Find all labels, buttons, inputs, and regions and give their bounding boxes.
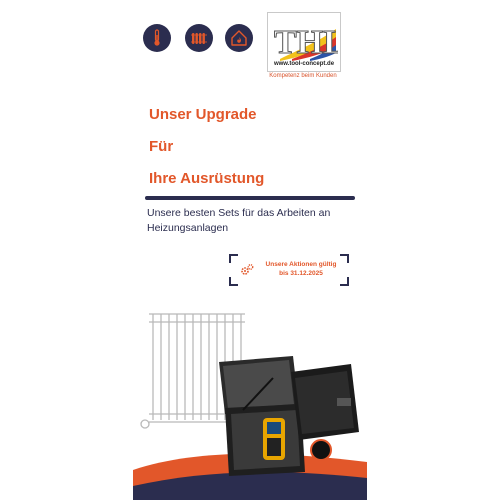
svg-text:THL: THL — [274, 24, 338, 61]
product-photo — [133, 313, 367, 500]
subtitle: Unsere besten Sets für das Arbeiten an H… — [147, 207, 331, 234]
promo-text: Unsere Aktionen gültig bis 31.12.2025 — [255, 260, 347, 278]
logo-tagline: Kompetenz beim Kunden — [269, 73, 337, 79]
logo-url: www.tool-concept.de — [273, 61, 335, 67]
tool-case-open — [219, 356, 332, 476]
promo-line-2: bis 31.12.2025 — [279, 270, 323, 277]
gears-icon — [241, 264, 254, 275]
headline-line-2: Für — [149, 138, 174, 155]
flyer: THL www.tool-concept.de Kompetenz beim K… — [133, 0, 367, 500]
headline-line-3: Ihre Ausrüstung — [149, 170, 265, 187]
radiator-icon — [185, 24, 213, 52]
promo-line-1: Unsere Aktionen gültig — [265, 261, 337, 268]
thermometer-icon — [143, 24, 171, 52]
house-flame-icon — [225, 24, 253, 52]
headline-line-1: Unser Upgrade — [149, 106, 257, 123]
promo-badge: Unsere Aktionen gültig bis 31.12.2025 — [229, 254, 349, 286]
tool-case-closed — [291, 364, 359, 440]
thl-logo: THL www.tool-concept.de — [267, 12, 341, 72]
divider — [145, 196, 355, 200]
